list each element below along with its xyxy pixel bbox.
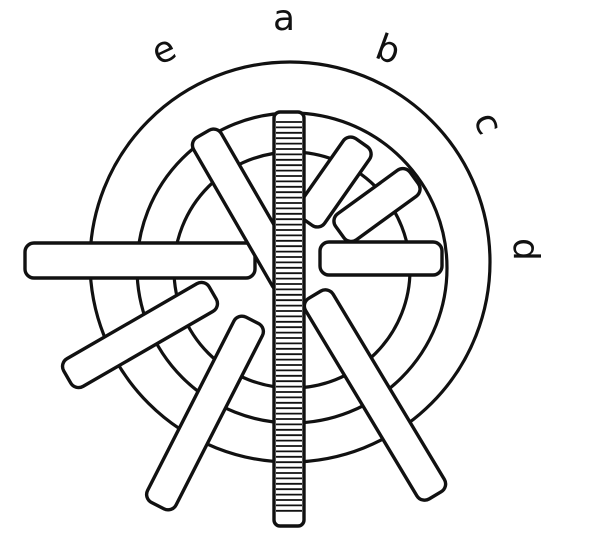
rod-lower-right-diagonal <box>302 288 448 502</box>
rod-left-horizontal <box>23 241 257 280</box>
central-rod-body <box>272 110 306 528</box>
label-a: a <box>273 0 295 39</box>
central-rod-serrations <box>276 121 302 512</box>
label-b: b <box>370 27 406 73</box>
label-e: e <box>145 27 182 74</box>
rod-right-horizontal <box>318 240 444 277</box>
rod-lower-mid <box>144 314 266 512</box>
rod-lower-left <box>60 280 220 390</box>
rod-upper-right <box>332 166 422 244</box>
label-d: d <box>505 238 546 261</box>
rod-upper-right-steep <box>295 135 373 229</box>
central-rod <box>272 110 306 528</box>
label-c: c <box>465 107 510 141</box>
